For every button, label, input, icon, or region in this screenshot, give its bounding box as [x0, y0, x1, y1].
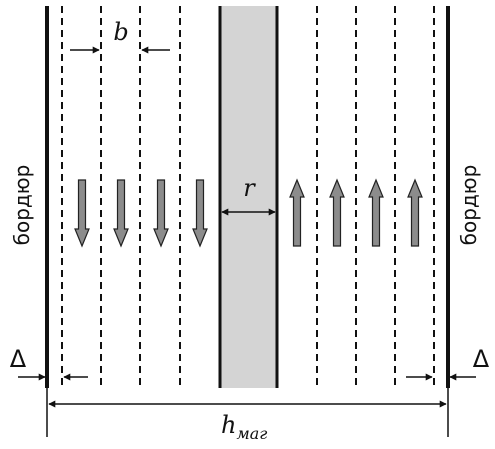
- lane-dividers: [61, 6, 435, 388]
- label-curb-left: бордюр: [10, 165, 34, 246]
- median-strip: [220, 6, 277, 388]
- label-delta-left: Δ: [10, 345, 27, 373]
- dimension-h-mag: hмаг: [46, 388, 449, 443]
- dimension-delta-left: Δ: [10, 345, 88, 381]
- label-curb-right: бордюр: [457, 165, 481, 246]
- label-r: r: [243, 174, 256, 202]
- up-arrow-icon: [289, 178, 305, 247]
- down-arrow-icon: [74, 179, 90, 248]
- label-h-mag: hмаг: [221, 411, 267, 443]
- label-delta-right: Δ: [473, 345, 490, 373]
- down-arrow-icon: [153, 179, 169, 248]
- up-arrow-icon: [407, 178, 423, 247]
- label-b: b: [113, 18, 128, 46]
- down-arrow-icon: [113, 179, 129, 248]
- dimension-b: b: [70, 18, 170, 54]
- dimension-r: r: [221, 174, 276, 216]
- traffic-arrows-down: [74, 179, 208, 248]
- up-arrow-icon: [329, 178, 345, 247]
- dimension-delta-right: Δ: [406, 345, 490, 381]
- traffic-arrows-up: [289, 178, 423, 247]
- label-h-subscript: маг: [236, 424, 267, 443]
- up-arrow-icon: [368, 178, 384, 247]
- label-h: h: [221, 411, 236, 439]
- down-arrow-icon: [192, 179, 208, 248]
